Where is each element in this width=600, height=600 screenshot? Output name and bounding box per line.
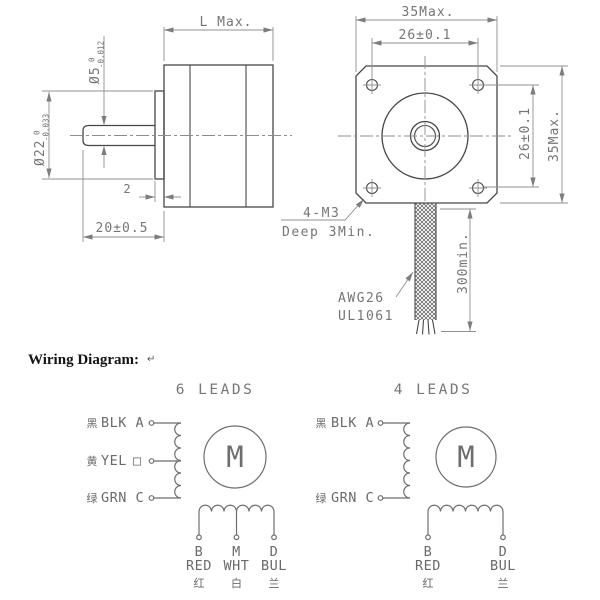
pilot-boss — [154, 90, 165, 180]
svg-text:0: 0 — [33, 130, 42, 135]
six-leads-label-grn-c: GRN C — [101, 490, 144, 506]
dim-shaft-length-label: 20±0.5 — [96, 221, 149, 236]
four-leads-motor-circle — [435, 426, 497, 488]
four-leads-diagram: 4 LEADS 黑 BLK A 绿 GRN C M B D RED BUL 红 … — [316, 382, 516, 590]
terminal-dot-a — [148, 420, 155, 426]
four-leads-motor-label: M — [457, 440, 474, 474]
terminal-dot-d — [271, 534, 277, 541]
six-leads-motor-label: M — [226, 440, 243, 474]
dim-length-label: L Max. — [200, 15, 253, 30]
six-leads-motor-circle — [203, 425, 267, 489]
svg-text:26±0.1: 26±0.1 — [518, 107, 533, 160]
six-leads-color-red: RED — [186, 558, 212, 574]
six-leads-color-wht: WHT — [224, 558, 250, 574]
terminal-dot-center — [148, 458, 155, 464]
svg-text:-0.012: -0.012 — [97, 41, 106, 68]
terminal-dot-a — [377, 420, 384, 426]
dim-height-right: 35Max. — [547, 109, 562, 162]
six-leads-cn-blue: 兰 — [269, 577, 280, 590]
dim-pilot-diameter: Ø22 0 -0.033 — [33, 114, 51, 166]
svg-text:35Max.: 35Max. — [547, 109, 562, 162]
svg-text:300min.: 300min. — [456, 232, 471, 294]
six-leads-color-bul: BUL — [261, 558, 287, 574]
six-leads-bottom-coil — [198, 504, 275, 535]
svg-text:-0.033: -0.033 — [42, 114, 51, 141]
terminal-dot-m — [233, 534, 240, 541]
four-leads-cn-black: 黑 — [316, 417, 327, 430]
terminal-dot-b — [425, 534, 431, 541]
four-leads-phase-coil — [403, 422, 411, 499]
wire-bundle — [414, 203, 437, 335]
four-leads-color-red: RED — [415, 558, 441, 574]
six-leads-cn-green: 绿 — [87, 491, 98, 505]
svg-text:0: 0 — [88, 57, 97, 62]
six-leads-cn-yellow: 黄 — [87, 454, 98, 468]
four-leads-cn-green: 绿 — [316, 491, 327, 505]
four-leads-cn-blue: 兰 — [498, 577, 509, 590]
four-leads-cn-red: 红 — [423, 577, 434, 590]
svg-text:Ø22: Ø22 — [33, 140, 48, 166]
six-leads-title: 6 LEADS — [176, 382, 255, 398]
six-leads-cn-black: 黑 — [87, 417, 98, 430]
four-leads-bottom-coil — [427, 504, 504, 535]
terminal-dot-c — [148, 495, 155, 501]
side-view — [70, 64, 292, 208]
six-leads-cn-red: 红 — [194, 577, 205, 590]
six-leads-label-blk-a: BLK A — [101, 415, 144, 431]
wiring-section-title: Wiring Diagram: — [28, 352, 139, 368]
six-leads-cn-white: 白 — [231, 576, 242, 590]
four-leads-pin-d: D — [499, 544, 508, 560]
dim-width-label: 35Max. — [402, 5, 455, 20]
four-leads-label-blk-a: BLK A — [331, 415, 374, 431]
dim-wire-length: 300min. — [456, 232, 471, 294]
four-leads-color-bul: BUL — [490, 558, 516, 574]
six-leads-pin-d: D — [270, 544, 279, 560]
dim-shaft-diameter: Ø5 0 -0.012 — [88, 41, 106, 84]
terminal-dot-d — [500, 534, 506, 541]
side-view-dimensions: L Max. Ø5 0 -0.012 Ø22 0 -0.033 2 — [33, 15, 274, 242]
dim-hole-span-top-label: 26±0.1 — [399, 28, 452, 43]
six-leads-phase-coil — [174, 422, 182, 499]
svg-text:Ø5: Ø5 — [88, 66, 103, 84]
front-view-dimensions: 35Max. 26±0.1 26±0.1 35Max. 3 — [281, 5, 568, 332]
wire-note-line1: AWG26 — [338, 291, 385, 306]
wire-note-line2: UL1061 — [338, 309, 394, 324]
six-leads-diagram: 6 LEADS 黑 BLK A 黄 YEL □ 绿 GRN C M B M D … — [87, 382, 287, 590]
terminal-dot-c — [377, 495, 384, 501]
terminal-dot-b — [196, 534, 202, 541]
tap-note-line1: 4-M3 — [303, 206, 340, 221]
tap-note-line2: Deep 3Min. — [282, 225, 375, 240]
center-tap-square-symbol: □ — [133, 453, 142, 469]
front-view — [338, 56, 512, 335]
four-leads-pin-b: B — [424, 544, 433, 560]
four-leads-label-grn-c: GRN C — [331, 490, 374, 506]
four-leads-title: 4 LEADS — [394, 382, 473, 398]
return-mark: ↵ — [147, 354, 155, 365]
motor-flange-outline — [355, 65, 498, 204]
six-leads-pin-m: M — [232, 544, 241, 560]
dim-pilot-length-label: 2 — [123, 182, 130, 196]
lead-wires — [415, 319, 436, 335]
six-leads-pin-b: B — [195, 544, 204, 560]
dim-hole-span-right: 26±0.1 — [518, 107, 533, 160]
six-leads-label-yel: YEL — [101, 453, 127, 469]
